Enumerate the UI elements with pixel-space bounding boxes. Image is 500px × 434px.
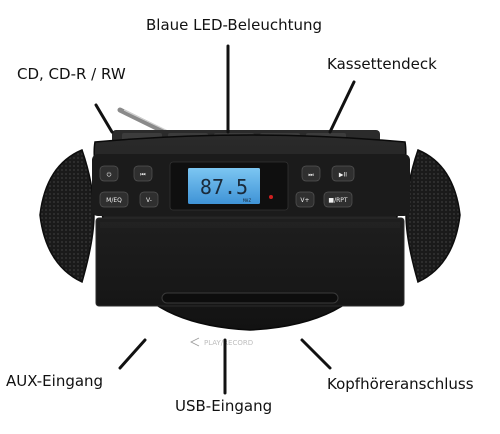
skip-back-icon: ⏮ — [140, 172, 146, 179]
callout-led-lighting: Blaue LED-Beleuchtung — [146, 16, 323, 34]
svg-text:PLAY/RECORD: PLAY/RECORD — [204, 339, 253, 347]
svg-text:■/RPT: ■/RPT — [328, 197, 347, 204]
leader-cd — [94, 103, 114, 134]
play-pause-button[interactable]: ▶II — [331, 165, 355, 182]
power-icon: ⏻ — [107, 172, 112, 179]
cd-door[interactable] — [95, 217, 405, 307]
power-button[interactable]: ⏻ — [99, 165, 119, 182]
play-pause-icon: ▶II — [339, 172, 347, 179]
callout-cassette-deck: Kassettendeck — [327, 55, 437, 73]
callout-lines — [94, 44, 356, 395]
leader-aux — [118, 338, 147, 370]
callout-aux-input: AUX-Eingang — [6, 372, 104, 390]
svg-text:V+: V+ — [300, 197, 309, 204]
lcd-display: 87.5 MHZ — [169, 161, 289, 211]
callout-usb-input: USB-Eingang — [175, 397, 273, 415]
left-speaker-grille — [39, 148, 95, 284]
callout-headphone-jack: Kopfhöreranschluss — [327, 375, 474, 393]
prev-button[interactable]: ⏮ — [133, 165, 153, 182]
mode-eq-button[interactable]: M/EQ — [99, 191, 129, 208]
next-button[interactable]: ⏭ — [301, 165, 321, 182]
stop-repeat-button[interactable]: ■/RPT — [323, 191, 353, 208]
cassette-slot[interactable] — [161, 292, 339, 304]
leader-kopfhoerer — [300, 338, 332, 370]
frequency-unit: MHZ — [243, 198, 251, 204]
callout-cd: CD, CD-R / RW — [17, 65, 126, 83]
leader-kassette — [328, 80, 356, 134]
indicator-led — [269, 195, 273, 199]
skip-forward-icon: ⏭ — [308, 172, 314, 179]
right-speaker-grille — [405, 148, 461, 284]
volume-up-button[interactable]: V+ — [295, 191, 315, 208]
volume-down-button[interactable]: V- — [139, 191, 159, 208]
play-record-label: PLAY/RECORD — [190, 337, 253, 347]
svg-text:V-: V- — [146, 197, 152, 204]
frequency-readout: 87.5 — [200, 175, 248, 199]
svg-text:M/EQ: M/EQ — [106, 197, 122, 204]
